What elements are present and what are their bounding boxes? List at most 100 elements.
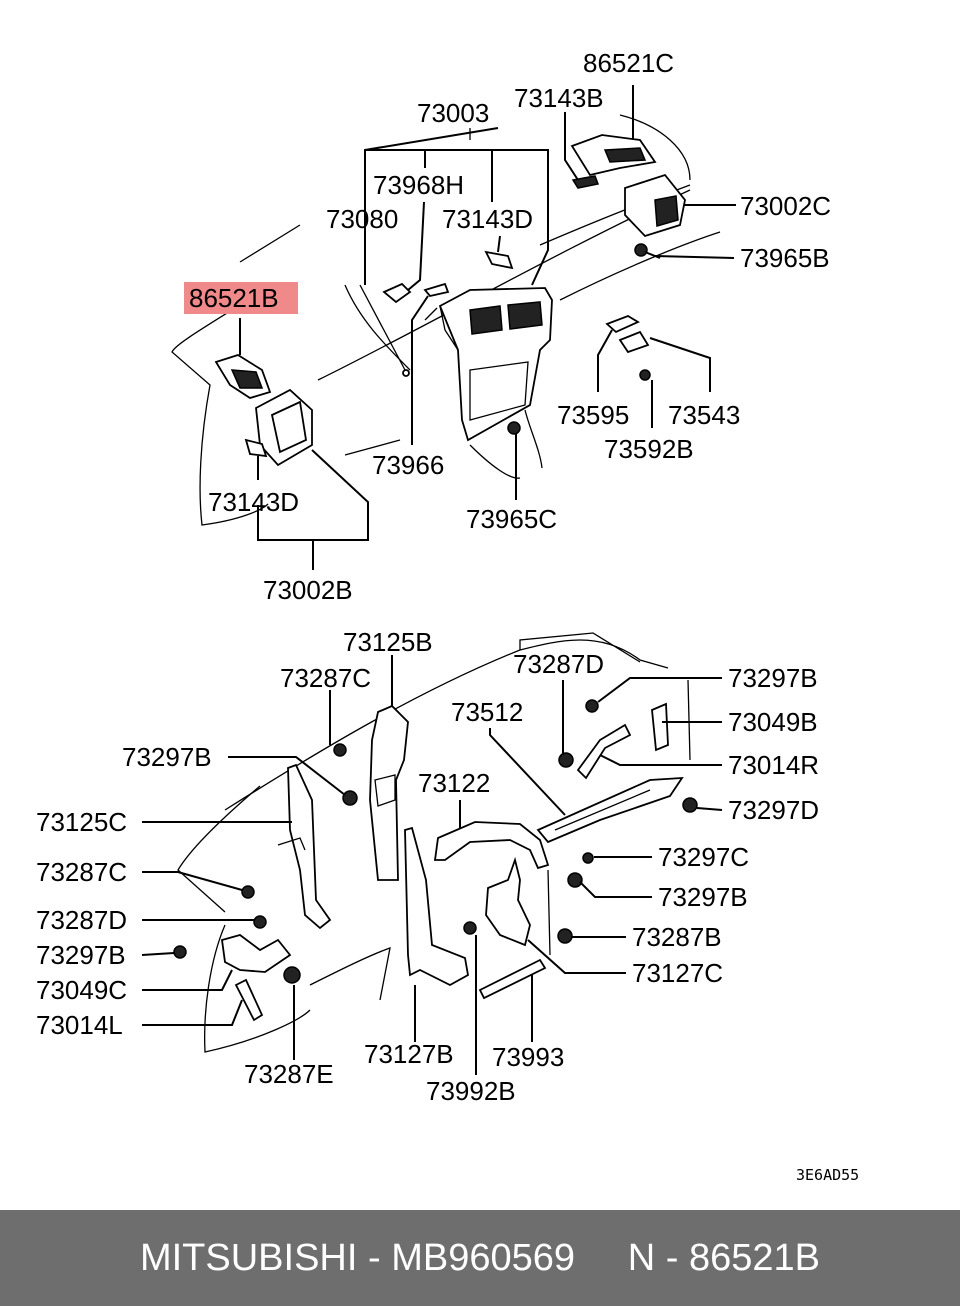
center-panel-edge [439, 305, 459, 351]
label-73049b: 73049B [728, 707, 818, 737]
clip-73966 [423, 282, 450, 297]
label-73125b: 73125B [343, 627, 433, 657]
lower-assembly [141, 632, 723, 1075]
label-86521b: 86521B [189, 283, 279, 313]
leader-73297b-left [228, 756, 346, 796]
dash-outline [559, 231, 721, 301]
label-73965b: 73965B [740, 243, 830, 273]
dash-outline [171, 304, 269, 526]
footer-bar: MITSUBISHI - MB960569 N - 86521B [0, 1210, 960, 1306]
center-vent-left [469, 305, 503, 335]
leader-73003-bar [365, 149, 549, 286]
wire-73080 [359, 284, 406, 371]
label-73049c: 73049C [36, 975, 127, 1005]
label-73297b-top: 73297B [728, 663, 818, 693]
label-73287c-left: 73287C [36, 857, 127, 887]
dash-outline [469, 444, 521, 479]
label-73592b: 73592B [604, 434, 694, 464]
bracket-73125c [287, 763, 332, 930]
screw-73297b-right [567, 872, 583, 888]
nut-73287b [557, 928, 573, 944]
leader-73002b [257, 449, 369, 541]
label-73595: 73595 [557, 400, 629, 430]
label-73512: 73512 [451, 697, 523, 727]
label-73080: 73080 [326, 204, 398, 234]
bar-73512-holes [554, 789, 651, 831]
nut-73287d-top [558, 752, 574, 768]
leader-73127c [527, 939, 626, 974]
label-73143b: 73143B [514, 83, 604, 113]
leader-73968h [407, 201, 425, 291]
dash-outline-lower [309, 947, 391, 1001]
dash-outline-lower [177, 785, 261, 913]
screw-73297d [682, 797, 698, 813]
bracket-73049b [651, 702, 669, 752]
upper-assembly [171, 85, 736, 570]
label-73297c: 73297C [658, 842, 749, 872]
bar-73512 [536, 776, 684, 844]
vent-86521c-louver [603, 147, 647, 163]
label-73297b-right: 73297B [658, 882, 748, 912]
leader-73965b [654, 255, 735, 259]
bracket-73127c [485, 856, 531, 947]
nut-73287c-left [241, 885, 255, 899]
bracket-73125b-cutout [374, 774, 396, 807]
label-86521c: 86521C [583, 48, 674, 78]
leader-73512 [489, 728, 566, 816]
leader-73143b [564, 112, 579, 181]
label-73993: 73993 [492, 1042, 564, 1072]
label-73297b-lower: 73297B [36, 940, 126, 970]
clip-73595 [605, 315, 640, 334]
nut-73287c-top [333, 743, 347, 757]
label-73122: 73122 [418, 768, 490, 798]
nut-73287e [283, 966, 301, 984]
leader-73297b-right [579, 881, 652, 898]
leader-73014l [142, 999, 243, 1026]
screw-73992b [463, 921, 477, 935]
screw-73297b-lower [173, 945, 187, 959]
label-73125c: 73125C [36, 807, 127, 837]
highlight-86521b [184, 282, 298, 314]
label-73127b: 73127B [364, 1039, 454, 1069]
parts-diagram: 86521C 73143B 73003 73968H 73080 73143D … [36, 48, 859, 1184]
label-73143d-left: 73143D [208, 487, 299, 517]
label-73002b: 73002B [263, 575, 353, 605]
nut-73287d-left [253, 915, 267, 929]
label-73287d-left: 73287D [36, 905, 127, 935]
dash-outline [239, 224, 301, 263]
dash-outline-lower [204, 924, 311, 1053]
label-73966: 73966 [372, 450, 444, 480]
leader-73297b-top [597, 677, 722, 703]
label-73287d-top: 73287D [513, 649, 604, 679]
label-73297b-left: 73297B [122, 742, 212, 772]
label-73014l: 73014L [36, 1010, 123, 1040]
label-73287b: 73287B [632, 922, 722, 952]
wire-73080-end [402, 369, 410, 377]
center-vent-right [507, 301, 543, 330]
leader-73966 [411, 295, 429, 445]
dash-outline [524, 409, 543, 469]
leader-73297b-lower [141, 952, 175, 956]
dash-outline-lower [519, 632, 641, 663]
leader-73287c-left [142, 871, 243, 891]
dash-outline-lower [687, 679, 691, 761]
label-73543: 73543 [668, 400, 740, 430]
label-73992b: 73992B [426, 1076, 516, 1106]
label-73287c-top: 73287C [280, 663, 371, 693]
bracket-73122 [433, 821, 550, 870]
leader-73595 [597, 329, 613, 392]
center-panel-opening [469, 361, 529, 421]
strap-73014r [576, 723, 632, 780]
label-73143d-top: 73143D [442, 204, 533, 234]
clip-73143d-top [484, 250, 514, 270]
leader-73297d [696, 807, 723, 811]
label-73003: 73003 [417, 98, 489, 128]
screw-73965b [634, 243, 648, 257]
bracket-73125c-tab [277, 837, 306, 851]
screw-73965c [507, 421, 521, 435]
bracket-73049c [221, 934, 292, 973]
diagram-code: 3E6AD55 [796, 1166, 859, 1184]
dash-outline [424, 307, 438, 321]
dash-outline-lower [547, 869, 551, 956]
